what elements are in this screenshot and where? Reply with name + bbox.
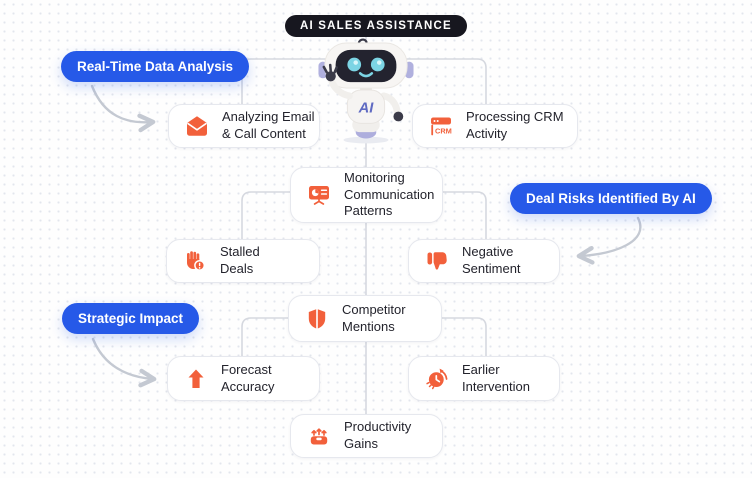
node-negative-sentiment: Negative Sentiment	[408, 239, 560, 283]
node-stalled-deals: Stalled Deals	[166, 239, 320, 283]
curved-arrow-realtime	[90, 84, 156, 133]
robot-chest-label: AI	[358, 101, 375, 117]
robot-smile	[358, 72, 374, 78]
node-label: Stalled Deals	[220, 244, 260, 276]
badge-label: Real-Time Data Analysis	[77, 59, 234, 74]
badge-deal-risks-identified-by-ai: Deal Risks Identified By AI	[510, 183, 712, 214]
basket-growth-icon	[306, 423, 332, 449]
open-envelope-icon	[184, 113, 210, 139]
node-label: Monitoring Communication Patterns	[344, 169, 435, 219]
badge-strategic-impact: Strategic Impact	[62, 303, 200, 334]
node-label: Forecast Accuracy	[221, 361, 275, 394]
node-competitor-mentions: Competitor Mentions	[288, 295, 442, 342]
node-processing-crm-activity: CRM Processing CRM Activity	[412, 104, 578, 148]
curved-arrow-deal-risks	[576, 216, 642, 265]
badge-label: Strategic Impact	[78, 311, 184, 326]
badge-real-time-data-analysis: Real-Time Data Analysis	[61, 51, 250, 82]
node-label: Productivity Gains	[344, 419, 412, 451]
thumbs-down-icon	[424, 248, 450, 274]
badge-label: Deal Risks Identified By AI	[526, 191, 696, 206]
diagram-title: AI SALES ASSISTANCE	[300, 20, 452, 32]
robot-mascot-illustration: AI	[318, 38, 414, 144]
clock-rewind-icon	[424, 366, 450, 392]
monitor-analytics-icon	[306, 182, 332, 208]
robot-right-eye	[370, 57, 385, 72]
robot-waving-hand	[325, 71, 336, 82]
node-label: Negative Sentiment	[462, 244, 521, 276]
arrow-up-icon	[183, 366, 209, 392]
node-analyzing-email-call-content: Analyzing Email & Call Content	[168, 104, 320, 148]
shield-icon	[304, 306, 330, 332]
node-label: Processing CRM Activity	[466, 109, 564, 141]
robot-face-screen	[335, 49, 397, 83]
node-label: Earlier Intervention	[462, 361, 530, 394]
robot-right-hand	[393, 111, 404, 122]
hand-stop-alert-icon	[182, 248, 208, 274]
robot-left-eye	[347, 57, 362, 72]
node-label: Analyzing Email & Call Content	[222, 109, 315, 141]
node-label: Competitor Mentions	[342, 301, 406, 334]
curved-arrow-strategic	[91, 337, 157, 388]
diagram-title-pill: AI SALES ASSISTANCE	[285, 15, 467, 37]
node-productivity-gains: Productivity Gains	[290, 414, 443, 458]
node-forecast-accuracy: Forecast Accuracy	[167, 356, 320, 401]
node-earlier-intervention: Earlier Intervention	[408, 356, 560, 401]
node-monitoring-communication-patterns: Monitoring Communication Patterns	[290, 167, 443, 223]
crm-window-icon: CRM	[428, 113, 454, 139]
crm-icon-text: CRM	[435, 127, 452, 136]
